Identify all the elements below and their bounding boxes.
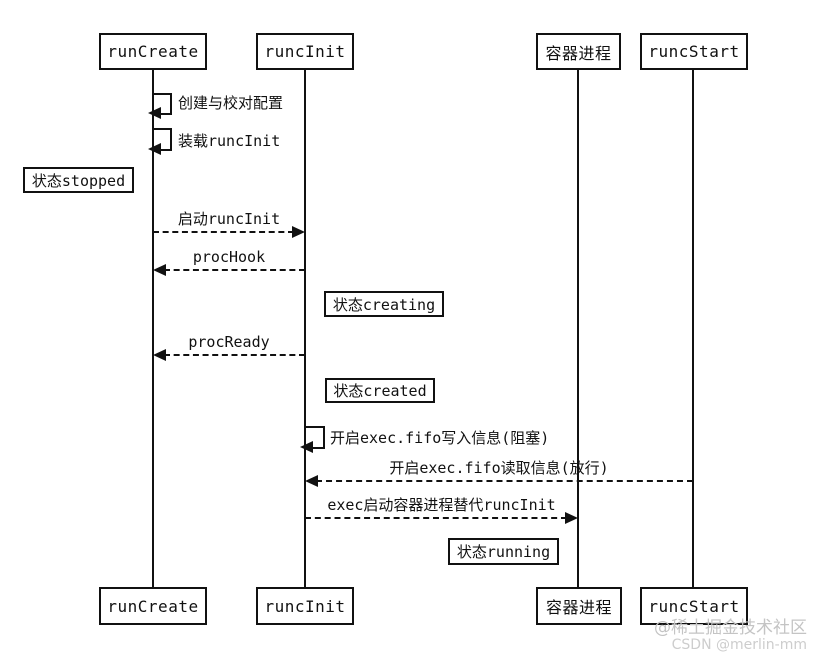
- arrowhead-left-icon: [305, 475, 318, 487]
- actor-label: runCreate: [107, 42, 199, 61]
- state-note-created: 状态created: [325, 378, 435, 403]
- state-label: 状态stopped: [31, 171, 126, 190]
- self-message-label: 装载runcInit: [178, 132, 281, 150]
- actor-bottom-runcreate: runCreate: [99, 587, 207, 625]
- actor-top-runcreate: runCreate: [99, 33, 207, 70]
- self-message-loop: [305, 426, 325, 449]
- actor-label: runCreate: [107, 596, 199, 616]
- arrowhead-right-icon: [565, 512, 578, 524]
- message-line: [316, 480, 693, 482]
- actor-label: runcStart: [648, 42, 740, 61]
- message-line: [164, 354, 305, 356]
- watermark-line2: CSDN @merlin-mm: [671, 637, 807, 653]
- message-label: procHook: [192, 248, 266, 266]
- arrowhead-left-icon: [148, 143, 161, 155]
- actor-label: runcStart: [648, 596, 740, 616]
- state-note-running: 状态running: [448, 538, 559, 565]
- arrowhead-left-icon: [153, 264, 166, 276]
- arrowhead-left-icon: [148, 107, 161, 119]
- arrowhead-left-icon: [300, 441, 313, 453]
- message-label: 启动runcInit: [177, 210, 281, 228]
- watermark: @稀土掘金技术社区 CSDN @merlin-mm: [654, 619, 807, 653]
- actor-top-runcinit: runcInit: [256, 33, 354, 70]
- state-label: 状态running: [456, 543, 551, 561]
- actor-label: runcInit: [264, 42, 346, 61]
- actor-top-runcstart: runcStart: [640, 33, 748, 70]
- self-message-loop: [153, 93, 172, 115]
- actor-label: 容器进程: [545, 598, 612, 617]
- state-note-stopped: 状态stopped: [23, 167, 134, 193]
- actor-bottom-runcstart: runcStart: [640, 587, 748, 625]
- self-message-label: 创建与校对配置: [178, 94, 284, 112]
- self-message-label: 开启exec.fifo写入信息(阻塞): [330, 429, 550, 447]
- lifeline-runcreate: [152, 70, 154, 587]
- state-label: 状态creating: [332, 295, 436, 314]
- self-message-loop: [153, 128, 172, 151]
- lifeline-runcstart: [692, 70, 694, 587]
- lifeline-runcinit: [304, 70, 306, 587]
- arrowhead-left-icon: [153, 349, 166, 361]
- actor-label: runcInit: [264, 596, 346, 616]
- message-label: procReady: [188, 333, 270, 351]
- message-label: 开启exec.fifo读取信息(放行): [389, 459, 609, 477]
- actor-bottom-runcinit: runcInit: [256, 587, 354, 625]
- actor-bottom-container-process: 容器进程: [536, 587, 622, 625]
- state-note-creating: 状态creating: [324, 291, 444, 317]
- message-line: [305, 517, 567, 519]
- state-label: 状态created: [333, 382, 427, 400]
- watermark-line1: @稀土掘金技术社区: [654, 618, 807, 638]
- message-line: [153, 231, 294, 233]
- arrowhead-right-icon: [292, 226, 305, 238]
- actor-top-container-process: 容器进程: [536, 33, 621, 70]
- message-label: exec启动容器进程替代runcInit: [327, 496, 556, 514]
- actor-label: 容器进程: [545, 43, 612, 63]
- lifeline-container-process: [577, 70, 579, 587]
- message-line: [164, 269, 305, 271]
